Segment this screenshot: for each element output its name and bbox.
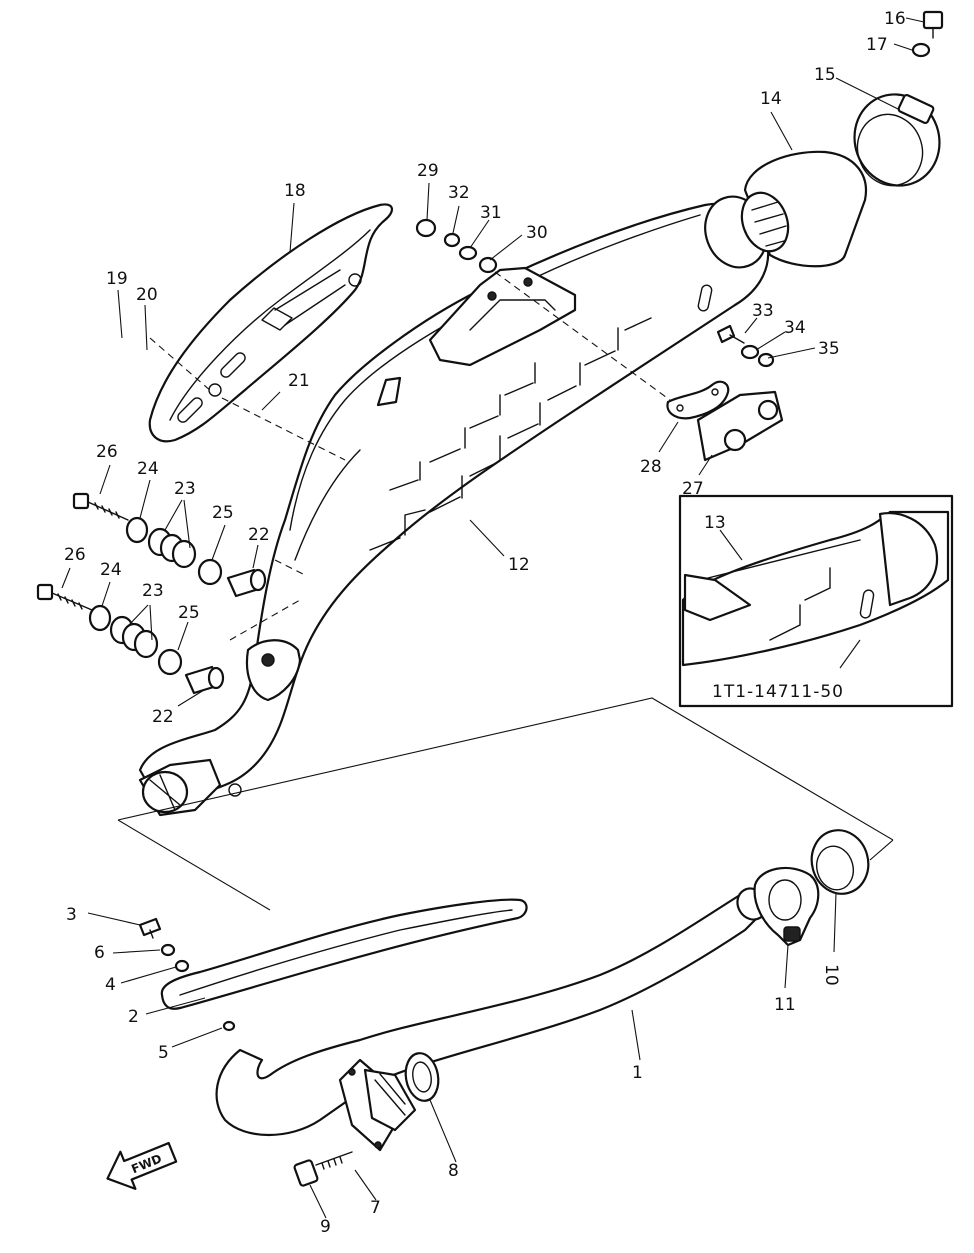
label-24b: 24 xyxy=(100,560,122,580)
label-26b: 26 xyxy=(64,545,86,565)
label-27: 27 xyxy=(682,479,704,499)
label-15: 15 xyxy=(814,65,836,85)
label-17: 17 xyxy=(866,35,888,55)
label-12: 12 xyxy=(508,555,530,575)
inset-part-code: 1T1-14711-50 xyxy=(712,682,844,702)
label-25b: 25 xyxy=(178,603,200,623)
part-number-labels: 16 17 15 14 18 19 20 21 29 32 31 30 33 3… xyxy=(64,9,906,1237)
mount-bolt-upper xyxy=(72,492,267,598)
heat-guard xyxy=(148,203,393,443)
label-25a: 25 xyxy=(212,503,234,523)
label-7: 7 xyxy=(370,1198,381,1218)
exhaust-pipe xyxy=(215,887,768,1152)
assembly-outline xyxy=(117,697,894,911)
label-22a: 22 xyxy=(248,525,270,545)
label-20: 20 xyxy=(136,285,158,305)
label-9: 9 xyxy=(320,1217,331,1237)
label-19: 19 xyxy=(106,269,128,289)
label-34: 34 xyxy=(784,318,806,338)
label-6: 6 xyxy=(94,943,105,963)
label-23a: 23 xyxy=(174,479,196,499)
label-11: 11 xyxy=(774,995,796,1015)
label-29: 29 xyxy=(417,161,439,181)
label-18: 18 xyxy=(284,181,306,201)
upper-hardware xyxy=(415,218,775,368)
lower-hardware xyxy=(138,917,353,1187)
label-21: 21 xyxy=(288,371,310,391)
label-1: 1 xyxy=(632,1063,643,1083)
label-24a: 24 xyxy=(137,459,159,479)
inset-variant-box xyxy=(678,494,954,708)
tail-end-assembly xyxy=(740,10,944,268)
assembly-guide-lines xyxy=(149,271,671,641)
label-5: 5 xyxy=(158,1043,169,1063)
label-2: 2 xyxy=(128,1007,139,1027)
muffler-body xyxy=(138,195,770,817)
label-10: 10 xyxy=(821,964,841,986)
label-16: 16 xyxy=(884,9,906,29)
leader-lines xyxy=(61,17,925,1219)
label-13: 13 xyxy=(704,513,726,533)
label-31: 31 xyxy=(480,203,502,223)
label-26a: 26 xyxy=(96,442,118,462)
label-35: 35 xyxy=(818,339,840,359)
exhaust-pipe-protector xyxy=(160,898,528,1010)
label-30: 30 xyxy=(526,223,548,243)
forward-direction-arrow: FWD xyxy=(106,1141,178,1190)
pipe-clamp xyxy=(753,866,820,947)
label-8: 8 xyxy=(448,1161,459,1181)
label-32: 32 xyxy=(448,183,470,203)
label-33: 33 xyxy=(752,301,774,321)
gasket-8 xyxy=(404,1052,440,1102)
label-3: 3 xyxy=(66,905,77,925)
label-28: 28 xyxy=(640,457,662,477)
gasket-10 xyxy=(810,829,870,895)
label-22b: 22 xyxy=(152,707,174,727)
mount-bolt-lower xyxy=(36,583,225,695)
label-23b: 23 xyxy=(142,581,164,601)
label-14: 14 xyxy=(760,89,782,109)
label-4: 4 xyxy=(105,975,116,995)
rubber-damper xyxy=(666,380,784,462)
